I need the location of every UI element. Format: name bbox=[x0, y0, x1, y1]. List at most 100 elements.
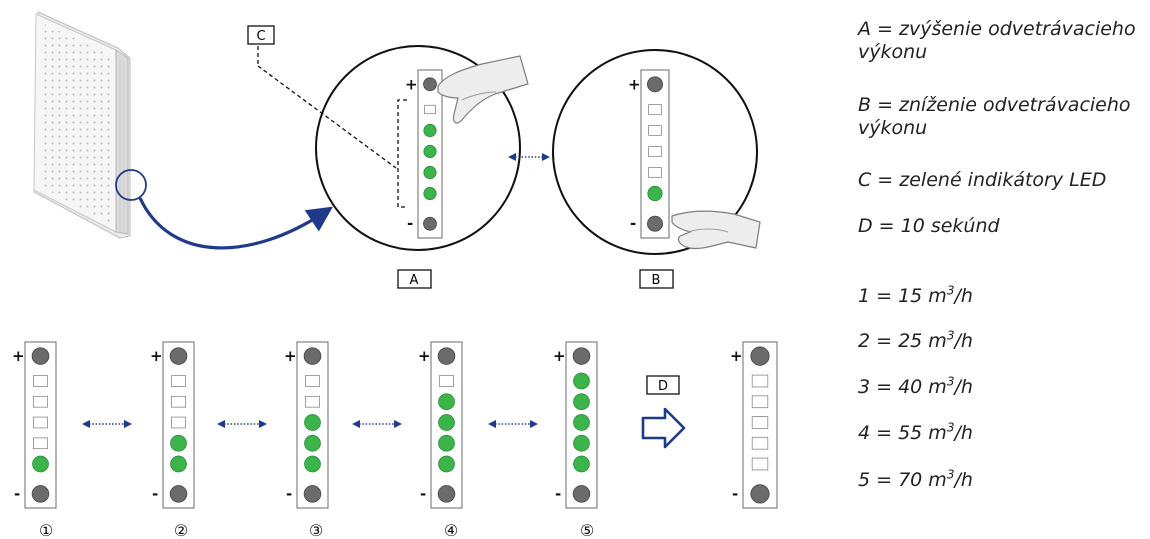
legend-level-2: 2 = 25 m3/h bbox=[858, 328, 973, 352]
legend-level-1: 1 = 15 m3/h bbox=[858, 283, 973, 307]
led-on bbox=[438, 393, 455, 411]
arrow-head-left bbox=[488, 420, 496, 428]
minus-sign: - bbox=[152, 485, 158, 503]
led-on bbox=[170, 455, 187, 473]
step-label-2: ② bbox=[174, 521, 188, 539]
callout-b: B bbox=[639, 269, 674, 289]
plus-sign: + bbox=[730, 347, 743, 365]
arrow-head-right bbox=[542, 153, 550, 161]
legend-c: C = zelené indikátory LED bbox=[858, 169, 1107, 191]
led-on bbox=[304, 414, 321, 431]
led-on bbox=[647, 185, 663, 202]
arrow-head-left bbox=[82, 420, 90, 428]
minus-sign: - bbox=[407, 215, 413, 233]
led-on bbox=[32, 455, 49, 473]
plus-sign: + bbox=[405, 75, 418, 93]
step-panel-3: +- bbox=[284, 341, 329, 509]
plus-button[interactable] bbox=[437, 347, 456, 365]
minus-sign: - bbox=[630, 215, 636, 233]
arrow-head-right bbox=[530, 420, 538, 428]
arrow-head-left bbox=[352, 420, 360, 428]
led-off bbox=[751, 457, 769, 471]
panel-frame bbox=[640, 69, 670, 239]
callout-d: D bbox=[646, 375, 680, 395]
control-panel-after-timeout: +- bbox=[730, 341, 778, 509]
arrow-head-left bbox=[508, 153, 516, 161]
plus-button[interactable] bbox=[169, 347, 188, 365]
plus-sign: + bbox=[628, 75, 641, 93]
callout-a-label: A bbox=[410, 273, 419, 288]
led-off bbox=[751, 374, 769, 388]
led-off bbox=[170, 395, 187, 408]
led-off bbox=[751, 436, 769, 450]
led-on bbox=[304, 434, 321, 452]
legend-level-4: 4 = 55 m3/h bbox=[858, 420, 973, 444]
led-on bbox=[573, 372, 590, 390]
led-off bbox=[32, 416, 49, 429]
step-panel-5: +- bbox=[553, 341, 598, 509]
control-panel-highlight bbox=[115, 169, 147, 201]
arrow-head-right bbox=[259, 420, 267, 428]
led-off bbox=[170, 375, 187, 387]
led-on bbox=[573, 393, 590, 411]
step-label-4: ④ bbox=[444, 521, 458, 539]
minus-button[interactable] bbox=[572, 485, 591, 503]
step-label-1: ① bbox=[39, 521, 53, 539]
callout-c: C bbox=[247, 25, 275, 45]
zoom-circle-a: +- bbox=[257, 45, 529, 251]
plus-button[interactable] bbox=[31, 347, 50, 365]
zoom-arrow bbox=[138, 197, 333, 250]
led-on bbox=[573, 414, 590, 431]
led-off bbox=[648, 167, 662, 178]
plus-sign: + bbox=[553, 347, 566, 365]
plus-sign: + bbox=[12, 347, 25, 365]
minus-button[interactable] bbox=[169, 485, 188, 503]
led-on bbox=[304, 455, 321, 473]
plus-button[interactable] bbox=[303, 347, 322, 365]
control-panel-zoom-b: +- bbox=[628, 69, 670, 239]
plus-sign: + bbox=[150, 347, 163, 365]
step-sequence: +-+-+-+-+- bbox=[12, 341, 598, 509]
step-label-5: ⑤ bbox=[580, 521, 594, 539]
led-off bbox=[304, 375, 321, 387]
minus-button[interactable] bbox=[647, 215, 663, 232]
minus-sign: - bbox=[555, 485, 561, 503]
legend-d: D = 10 sekúnd bbox=[858, 215, 1000, 237]
minus-button[interactable] bbox=[750, 484, 770, 504]
led-off bbox=[32, 375, 49, 387]
callout-d-label: D bbox=[658, 379, 668, 394]
plus-button[interactable] bbox=[423, 77, 437, 92]
step-panel-2: +- bbox=[150, 341, 195, 509]
zoom-circle-b: +- bbox=[552, 49, 761, 255]
step-panel-1: +- bbox=[12, 341, 57, 509]
plus-button[interactable] bbox=[750, 346, 770, 366]
callout-c-label: C bbox=[256, 29, 265, 44]
minus-button[interactable] bbox=[303, 485, 322, 503]
legend-level-5: 5 = 70 m3/h bbox=[858, 467, 973, 491]
minus-button[interactable] bbox=[437, 485, 456, 503]
led-on bbox=[438, 455, 455, 473]
led-on bbox=[438, 414, 455, 431]
arrow-head-right bbox=[124, 420, 132, 428]
led-off bbox=[751, 395, 769, 409]
toggle-double-arrow-icon bbox=[508, 153, 550, 161]
hand-pressing-minus-icon bbox=[671, 210, 761, 250]
minus-button[interactable] bbox=[31, 485, 50, 503]
plus-sign: + bbox=[284, 347, 297, 365]
led-on bbox=[423, 123, 437, 138]
led-off bbox=[424, 104, 436, 115]
plus-sign: + bbox=[418, 347, 431, 365]
minus-button[interactable] bbox=[423, 216, 437, 231]
plus-button[interactable] bbox=[572, 347, 591, 365]
callout-a: A bbox=[397, 269, 432, 289]
hand-pressing-plus-icon bbox=[437, 55, 529, 124]
led-on bbox=[573, 434, 590, 452]
plus-button[interactable] bbox=[647, 76, 663, 93]
led-on bbox=[423, 186, 437, 201]
led-off bbox=[438, 375, 455, 387]
minus-sign: - bbox=[732, 485, 738, 503]
